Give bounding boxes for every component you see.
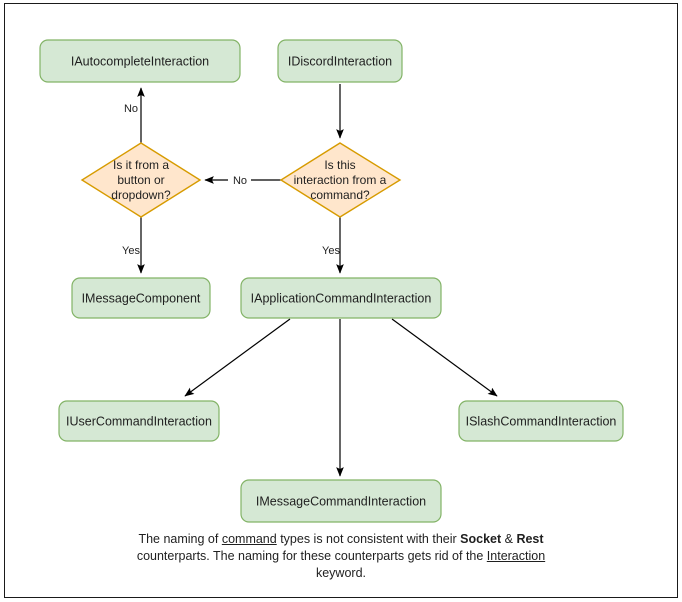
caption-text-part5: keyword.	[315, 566, 367, 580]
node-slash-command-interaction-shape[interactable]	[458, 400, 624, 442]
node-decision-button-line1: Is it from a	[113, 158, 169, 172]
edge-label-no-decision: No	[233, 175, 247, 187]
node-decision-button-or-dropdown[interactable]: Is it from a button or dropdown?	[80, 142, 202, 218]
edge-decision-button-to-autocomplete: No	[124, 87, 145, 143]
node-application-command-interaction-label: IApplicationCommandInteraction	[251, 291, 432, 305]
caption-text-part4: counterparts gets rid of the	[334, 549, 487, 563]
node-decision-from-command-shape[interactable]	[279, 142, 402, 218]
edge-application-command-to-slash-command	[391, 318, 498, 397]
edge-application-command-to-user-command	[184, 318, 291, 397]
node-message-command-interaction[interactable]: IMessageCommandInteraction	[240, 479, 442, 523]
node-decision-button-line3: dropdown?	[111, 188, 171, 202]
node-decision-from-command[interactable]: Is this interaction from a command?	[279, 142, 402, 218]
edge-decision-command-to-decision-button: No	[204, 175, 281, 187]
node-discord-interaction-shape[interactable]	[277, 39, 403, 83]
node-decision-button-or-dropdown-shape[interactable]	[80, 142, 202, 218]
node-message-command-interaction-label: IMessageCommandInteraction	[256, 494, 426, 508]
node-slash-command-interaction-label: ISlashCommandInteraction	[466, 414, 617, 428]
caption-underline-interaction: Interaction	[486, 549, 546, 563]
node-decision-command-line1: Is this	[324, 158, 355, 172]
node-decision-button-line2: button or	[117, 173, 164, 187]
node-message-component-label: IMessageComponent	[82, 291, 201, 305]
caption-text-part2: types is not consistent with their	[276, 532, 457, 546]
node-autocomplete-interaction-label: IAutocompleteInteraction	[71, 54, 209, 68]
caption-text-amp: &	[501, 532, 517, 546]
node-message-component-shape[interactable]	[71, 277, 211, 319]
node-message-component[interactable]: IMessageComponent	[71, 277, 211, 319]
caption-text-part3: counterparts. The naming for these	[136, 549, 332, 563]
node-user-command-interaction[interactable]: IUserCommandInteraction	[58, 400, 220, 442]
caption-bold-socket: Socket	[460, 532, 502, 546]
node-application-command-interaction-shape[interactable]	[240, 277, 442, 319]
edge-decision-command-to-application-command: Yes	[322, 217, 344, 274]
node-application-command-interaction[interactable]: IApplicationCommandInteraction	[240, 277, 442, 319]
node-message-command-interaction-shape[interactable]	[240, 479, 442, 523]
diagram-caption: The naming of command types is not consi…	[130, 531, 552, 582]
node-decision-command-line3: command?	[310, 188, 370, 202]
caption-bold-rest: Rest	[516, 532, 544, 546]
node-discord-interaction[interactable]: IDiscordInteraction	[277, 39, 403, 83]
node-autocomplete-interaction[interactable]: IAutocompleteInteraction	[39, 39, 241, 83]
node-slash-command-interaction[interactable]: ISlashCommandInteraction	[458, 400, 624, 442]
node-autocomplete-interaction-shape[interactable]	[39, 39, 241, 83]
node-discord-interaction-label: IDiscordInteraction	[288, 54, 392, 68]
node-decision-command-line2: interaction from a	[294, 173, 387, 187]
caption-underline-command: command	[221, 532, 277, 546]
edge-label-yes-message-component: Yes	[122, 245, 140, 257]
edge-label-yes-application-command: Yes	[322, 245, 340, 257]
caption-text-part1: The naming of	[138, 532, 222, 546]
edge-decision-button-to-message-component: Yes	[122, 217, 145, 274]
node-user-command-interaction-label: IUserCommandInteraction	[66, 414, 212, 428]
edge-label-no-autocomplete: No	[124, 103, 138, 115]
node-user-command-interaction-shape[interactable]	[58, 400, 220, 442]
